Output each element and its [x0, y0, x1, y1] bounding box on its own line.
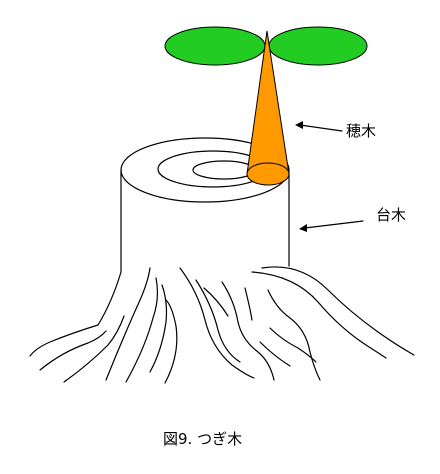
scion-callout: 穂木	[295, 121, 376, 140]
left-leaf	[164, 26, 266, 66]
rootstock-label: 台木	[376, 206, 406, 224]
scion-label: 穂木	[346, 122, 376, 140]
stump-trunk	[97, 169, 290, 326]
figure-caption: 図9. つぎ木	[163, 430, 242, 448]
stump-roots	[29, 266, 415, 384]
scion-cone	[246, 30, 290, 186]
rootstock-callout: 台木	[299, 206, 406, 232]
right-leaf	[268, 26, 368, 66]
